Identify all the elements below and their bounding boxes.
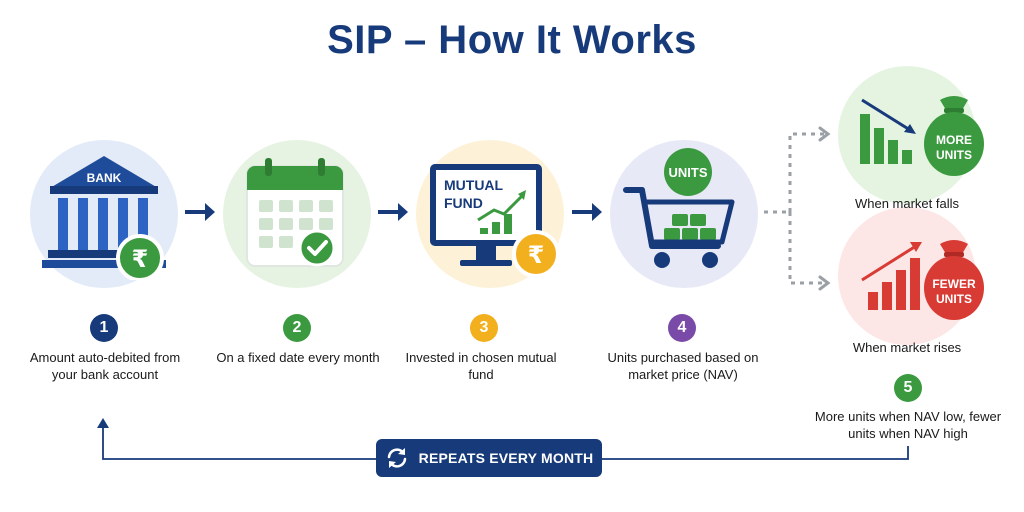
- units-label: UNITS: [936, 148, 972, 162]
- step-3-text: Invested in chosen mutual fund: [405, 350, 557, 382]
- cart-icon: UNITS: [623, 148, 735, 268]
- step-1-number: 1: [90, 314, 118, 342]
- step-3-number: 3: [470, 314, 498, 342]
- market-rises-caption: When market rises: [852, 340, 962, 355]
- rupee-coin-icon: [512, 230, 560, 278]
- page-title: SIP – How It Works: [327, 18, 697, 62]
- step-5-text: More units when NAV low, fewer units whe…: [814, 409, 1002, 441]
- rupee-coin-icon: [116, 234, 164, 280]
- step-2-number: 2: [283, 314, 311, 342]
- step-2-text: On a fixed date every month: [216, 350, 380, 365]
- check-icon: [298, 229, 336, 267]
- units-badge-label: UNITS: [669, 165, 708, 180]
- fewer-units-bag-icon: FEWER UNITS: [924, 240, 984, 320]
- market-falls-graphic: MORE UNITS: [860, 96, 984, 176]
- step-5-number: 5: [894, 374, 922, 402]
- step-4-number: 4: [668, 314, 696, 342]
- repeat-label: REPEATS EVERY MONTH: [418, 450, 594, 466]
- fund-label: FUND: [444, 195, 483, 211]
- svg-text:₹: ₹: [528, 241, 545, 269]
- step-1-text: Amount auto-debited from your bank accou…: [29, 350, 181, 382]
- market-falls-caption: When market falls: [854, 196, 960, 211]
- market-rises-graphic: FEWER UNITS: [861, 240, 984, 320]
- bank-icon: BANK ₹: [42, 156, 166, 280]
- units-label: UNITS: [936, 292, 972, 306]
- monitor-icon: MUTUAL FUND ₹: [430, 164, 560, 278]
- step-4-text: Units purchased based on market price (N…: [607, 350, 759, 382]
- more-units-bag-icon: MORE UNITS: [924, 96, 984, 176]
- fewer-label: FEWER: [932, 277, 976, 291]
- repeats-every-month-badge: REPEATS EVERY MONTH: [376, 439, 602, 477]
- refresh-icon: [387, 448, 406, 468]
- calendar-icon: [246, 158, 344, 267]
- more-label: MORE: [936, 133, 972, 147]
- bank-label: BANK: [87, 171, 122, 185]
- mutual-label: MUTUAL: [444, 177, 504, 193]
- svg-text:₹: ₹: [132, 245, 149, 273]
- units-badge: [664, 148, 712, 196]
